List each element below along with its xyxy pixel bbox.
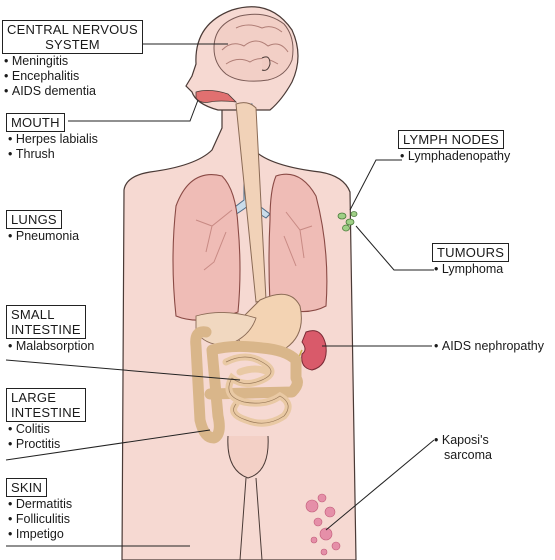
small-intestine-item: Malabsorption: [6, 339, 95, 354]
large-intestine-item: Colitis: [6, 422, 86, 437]
label-skin: SKIN Dermatitis Folliculitis Impetigo: [6, 478, 72, 542]
large-intestine-header: LARGE INTESTINE: [6, 388, 86, 422]
leader-tumours: [355, 225, 434, 271]
mouth-cavity: [195, 90, 238, 103]
label-tumours: TUMOURS Lymphoma: [432, 243, 510, 277]
leader-mouth: [68, 99, 199, 122]
kidney: [301, 330, 327, 371]
label-lungs: LUNGS Pneumonia: [6, 210, 79, 244]
left-lung: [172, 174, 241, 321]
tumours-header: TUMOURS: [432, 243, 510, 262]
leader-kaposi: [325, 439, 435, 531]
label-cns: CENTRAL NERVOUS SYSTEM Meningitis Enceph…: [2, 20, 143, 99]
kaposi-item: Kaposi's: [432, 433, 492, 448]
kidney-item: AIDS nephropathy: [432, 339, 544, 354]
label-kaposi: Kaposi's sarcoma: [432, 433, 492, 463]
brain: [213, 13, 294, 82]
lymph-nodes-item: Lymphadenopathy: [398, 149, 510, 164]
label-kidney: AIDS nephropathy: [432, 339, 544, 354]
esophagus: [235, 102, 267, 303]
skin-item: Impetigo: [6, 527, 72, 542]
label-small-intestine: SMALL INTESTINE Malabsorption: [6, 305, 94, 354]
large-intestine: [190, 326, 303, 444]
cns-item: Meningitis: [2, 54, 143, 69]
large-intestine-item: Proctitis: [6, 437, 86, 452]
label-mouth: MOUTH Herpes labialis Thrush: [6, 113, 98, 162]
right-lung: [268, 173, 328, 313]
leader-lymph: [349, 159, 402, 211]
cns-header: CENTRAL NERVOUS SYSTEM: [2, 20, 143, 54]
leader-large-intestine: [5, 429, 211, 461]
cns-item: Encephalitis: [2, 69, 143, 84]
label-lymph-nodes: LYMPH NODES Lymphadenopathy: [398, 130, 510, 164]
skin-item: Dermatitis: [6, 497, 72, 512]
kaposi-lesions: [305, 493, 341, 556]
liver: [195, 312, 257, 346]
lungs-item: Pneumonia: [6, 229, 79, 244]
mouth-item: Herpes labialis: [6, 132, 98, 147]
lymph-node-cluster: [337, 211, 358, 232]
kaposi-item-cont: sarcoma: [444, 448, 492, 462]
lungs-header: LUNGS: [6, 210, 62, 229]
tumours-item: Lymphoma: [432, 262, 509, 277]
mouth-header: MOUTH: [6, 113, 65, 132]
label-large-intestine: LARGE INTESTINE Colitis Proctitis: [6, 388, 86, 452]
leader-small-intestine: [5, 359, 241, 381]
cns-item: AIDS dementia: [2, 84, 143, 99]
skin-header: SKIN: [6, 478, 48, 497]
mouth-item: Thrush: [6, 147, 98, 162]
lymph-nodes-header: LYMPH NODES: [398, 130, 504, 149]
skin-item: Folliculitis: [6, 512, 72, 527]
small-intestine-header: SMALL INTESTINE: [6, 305, 86, 339]
